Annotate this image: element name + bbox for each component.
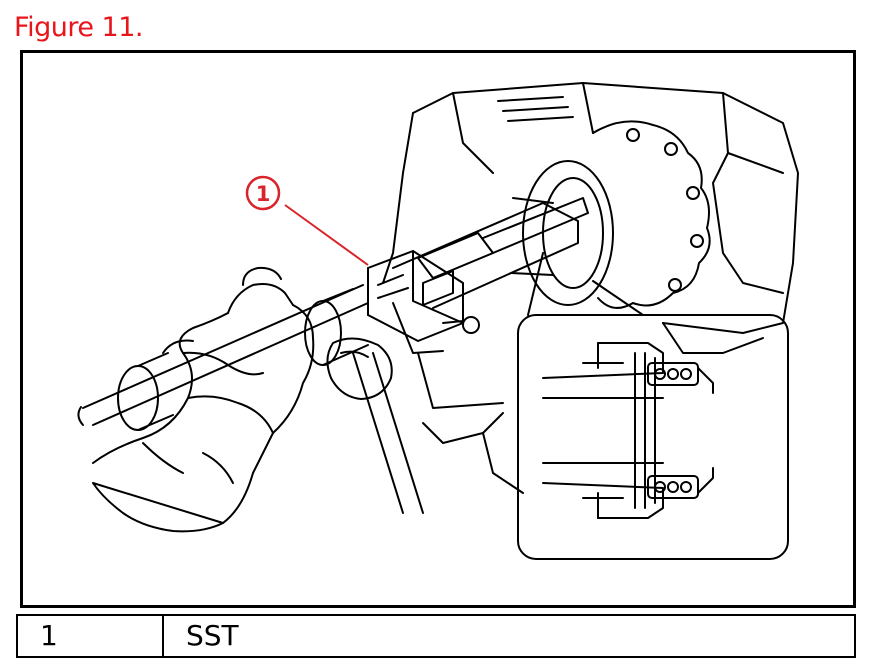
legend-label: SST (162, 614, 856, 658)
vise-body (382, 82, 799, 494)
vise-leg (352, 302, 444, 514)
housing-bore (510, 160, 614, 306)
legend-number: 1 (16, 614, 164, 658)
housing-flange (592, 120, 711, 309)
technical-illustration: 1 (77, 82, 799, 560)
legend-table: 1 SST (16, 614, 856, 658)
legend-row: 1 SST (16, 614, 856, 658)
inset-detail (517, 252, 789, 560)
puller-tool (367, 197, 589, 342)
figure-frame: 1 (20, 50, 856, 608)
callout-1: 1 (245, 175, 369, 266)
callout-number: 1 (256, 182, 271, 206)
figure-title: Figure 11. (14, 12, 143, 43)
slide-hammer-rod (77, 284, 369, 431)
gloved-hand (92, 266, 393, 533)
